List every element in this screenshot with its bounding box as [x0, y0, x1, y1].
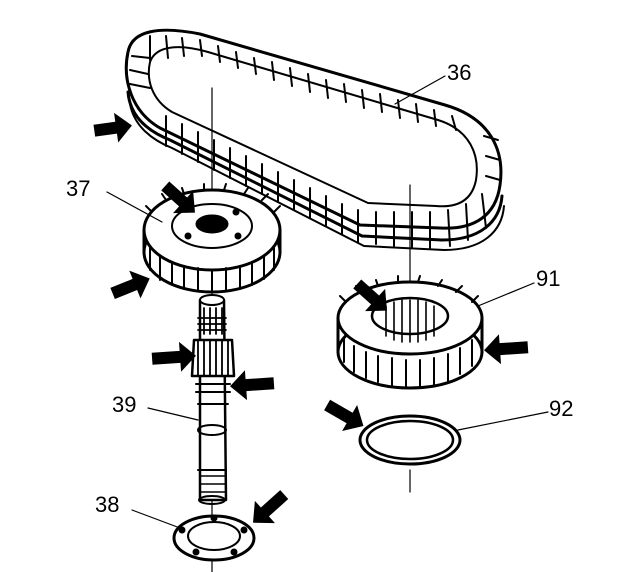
- callout-37: 37: [66, 176, 91, 201]
- leader-lines: [106, 75, 549, 529]
- arrow-icon: [151, 341, 196, 372]
- arrow-icon: [110, 270, 150, 300]
- driven-sprocket: [336, 275, 484, 390]
- callout-39: 39: [112, 392, 137, 417]
- callout-36: 36: [447, 60, 472, 85]
- arrow-icon: [253, 490, 289, 524]
- arrow-icon: [484, 334, 529, 365]
- drive-sprocket: [142, 183, 282, 294]
- callout-92: 92: [549, 396, 574, 421]
- arrow-icon: [324, 399, 364, 431]
- drive-chain: [124, 28, 505, 251]
- arrow-icon: [93, 112, 132, 143]
- arrows: [93, 112, 529, 524]
- arrow-icon: [161, 181, 195, 214]
- callout-38: 38: [95, 492, 120, 517]
- arrow-icon: [353, 279, 387, 312]
- output-shaft: [190, 294, 236, 505]
- snap-ring: [358, 414, 462, 466]
- bearing-retainer: [172, 514, 256, 562]
- arrow-icon: [230, 370, 275, 401]
- callout-91: 91: [536, 266, 561, 291]
